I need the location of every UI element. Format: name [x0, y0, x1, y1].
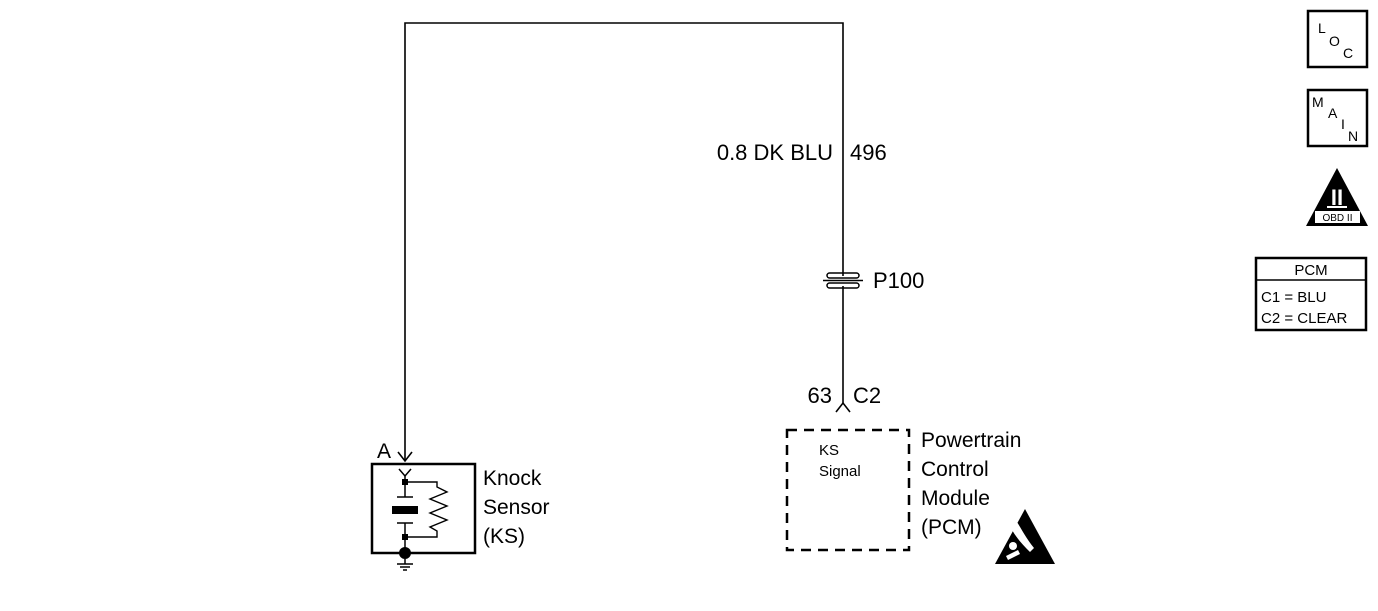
- loc-letter: O: [1329, 33, 1340, 49]
- pcm-name-line: Control: [921, 458, 989, 481]
- pcm-name-line: Module: [921, 487, 990, 510]
- wire-circuit-number: 496: [850, 140, 887, 165]
- obd-ii-icon[interactable]: II OBD II: [1306, 168, 1368, 226]
- pcm-component[interactable]: [785, 428, 911, 552]
- knock-sensor-component[interactable]: [370, 462, 477, 555]
- wire-496[interactable]: [404, 22, 844, 460]
- esd-warning-icon: [995, 509, 1055, 564]
- main-letter: A: [1328, 105, 1338, 121]
- obd-roman: II: [1331, 185, 1343, 210]
- main-letter: M: [1312, 94, 1324, 110]
- knock-sensor-name: Knock Sensor (KS): [483, 467, 550, 548]
- pcm-name-line: Powertrain: [921, 429, 1021, 452]
- pcm-connector-legend: PCM C1 = BLU C2 = CLEAR: [1254, 256, 1368, 332]
- ground-icon: [397, 547, 413, 571]
- splice-p100-icon[interactable]: [823, 272, 863, 289]
- connector-label: C2: [853, 383, 881, 408]
- ks-terminal-label: A: [377, 440, 391, 463]
- obd-label: OBD II: [1322, 213, 1352, 224]
- pcm-name: Powertrain Control Module (PCM): [921, 429, 1021, 539]
- ks-name-line: Knock: [483, 467, 542, 490]
- terminal-arrow-icon: [397, 451, 413, 463]
- legend-title: PCM: [1294, 262, 1327, 279]
- pcm-signal-line: Signal: [819, 463, 861, 480]
- main-letter: N: [1348, 128, 1358, 144]
- pin-number-label: 63: [808, 383, 832, 408]
- ks-name-line: (KS): [483, 525, 525, 548]
- loc-letter: C: [1343, 45, 1353, 61]
- loc-letter: L: [1318, 20, 1326, 36]
- loc-icon[interactable]: L O C: [1306, 9, 1369, 69]
- legend-row: C2 = CLEAR: [1261, 310, 1347, 327]
- legend-row: C1 = BLU: [1261, 289, 1326, 306]
- splice-label: P100: [873, 268, 924, 293]
- main-letter: I: [1341, 116, 1345, 132]
- wire-gauge-color-label: 0.8 DK BLU: [717, 140, 833, 165]
- ks-name-line: Sensor: [483, 496, 550, 519]
- pcm-name-line: (PCM): [921, 516, 982, 539]
- connector-c2-icon: [835, 401, 851, 413]
- main-icon[interactable]: M A I N: [1306, 88, 1369, 148]
- pcm-signal-line: KS: [819, 442, 839, 459]
